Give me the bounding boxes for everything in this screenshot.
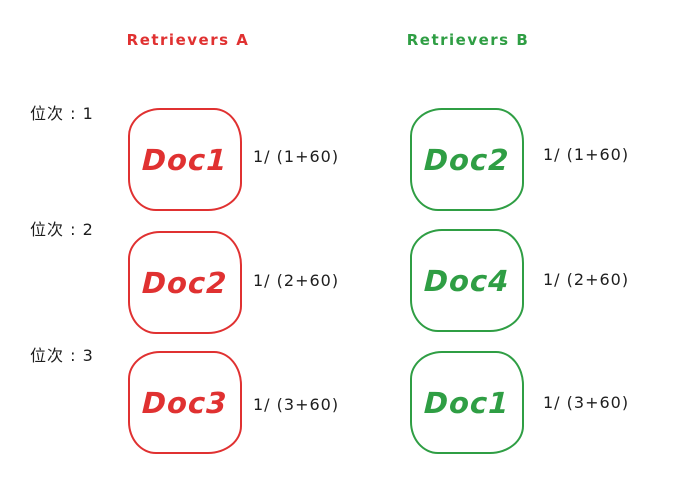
rrf-score-b-rank3: 1/ (3+60) [543,393,630,412]
rank-label-1: 位次 : 1 [30,104,94,123]
doc-label-a-rank3: Doc3 [141,385,229,420]
doc-label-b-rank1: Doc2 [423,142,511,177]
doc-label-b-rank2: Doc4 [423,263,511,298]
rrf-score-a-rank1: 1/ (1+60) [253,147,340,166]
rrf-score-b-rank2: 1/ (2+60) [543,270,630,289]
doc-label-a-rank1: Doc1 [141,142,229,177]
rank-label-3: 位次 : 3 [30,346,94,365]
doc-label-b-rank3: Doc1 [423,385,511,420]
doc-box-a-rank3: Doc3 [128,351,242,454]
rrf-score-a-rank3: 1/ (3+60) [253,395,340,414]
rrf-score-b-rank1: 1/ (1+60) [543,145,630,164]
rrf-score-a-rank2: 1/ (2+60) [253,271,340,290]
doc-label-a-rank2: Doc2 [141,265,229,300]
column-title-retrievers-a: Retrievers A [126,31,250,49]
doc-box-a-rank1: Doc1 [128,108,242,211]
doc-box-b-rank1: Doc2 [410,108,524,211]
doc-box-b-rank3: Doc1 [410,351,524,454]
doc-box-b-rank2: Doc4 [410,229,524,332]
doc-box-a-rank2: Doc2 [128,231,242,334]
column-title-retrievers-b: Retrievers B [406,31,530,49]
rank-label-2: 位次 : 2 [30,220,94,239]
